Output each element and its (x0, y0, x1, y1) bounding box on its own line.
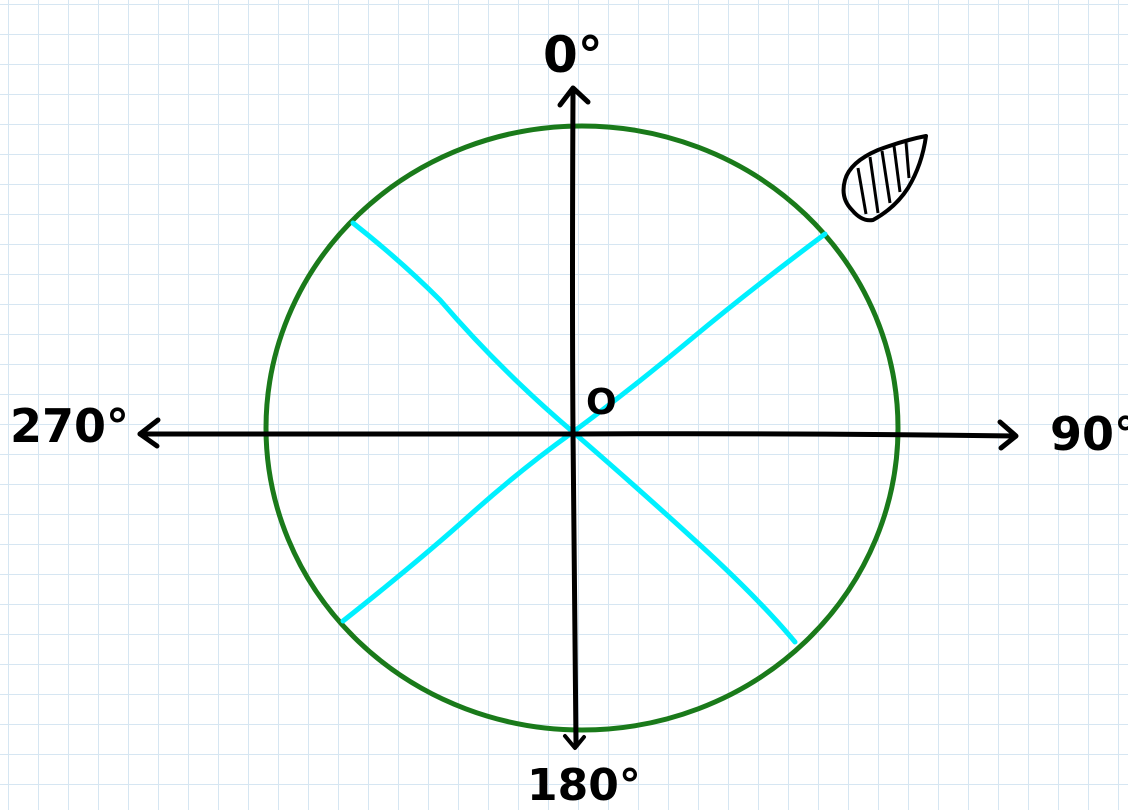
vertical-axis (573, 92, 577, 743)
diagonal-ne-sw (343, 234, 825, 621)
horizontal-axis (140, 434, 1015, 436)
label-origin: O (586, 382, 617, 423)
label-270-degrees: 270° (10, 399, 129, 453)
hatched-leaf-icon (844, 136, 926, 220)
label-0-degrees: 0° (543, 26, 603, 84)
label-90-degrees: 90° (1050, 407, 1128, 461)
label-180-degrees: 180° (527, 760, 641, 810)
